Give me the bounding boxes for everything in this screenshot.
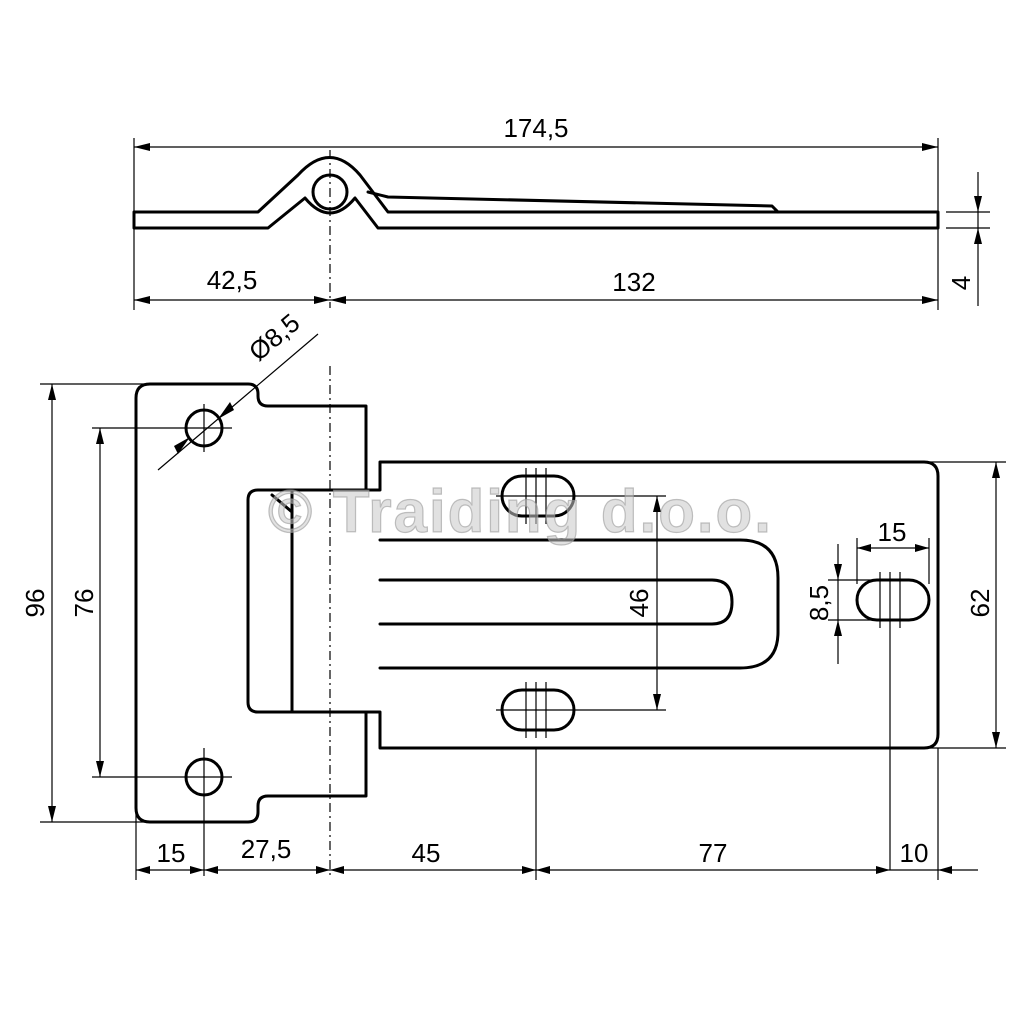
dim-slot-spacing: 46 xyxy=(624,589,654,618)
knuckle-edge xyxy=(270,493,294,514)
dim-arrow xyxy=(974,196,982,212)
dim-arrow xyxy=(174,437,190,454)
top-view: Ø8,5 96 76 46 62 15 xyxy=(20,307,1006,880)
dim-arrow xyxy=(134,296,150,304)
dim-arrow xyxy=(834,620,842,636)
slot xyxy=(855,578,931,622)
dim-arrow xyxy=(974,228,982,244)
dim-arrow xyxy=(134,143,150,151)
dim-arrow xyxy=(330,296,346,304)
side-view-upper-leaf xyxy=(366,190,780,214)
dim-arrow xyxy=(938,866,952,874)
dim-slot-length: 15 xyxy=(878,517,907,547)
dim-arrow xyxy=(653,694,661,710)
dim-side-right: 132 xyxy=(612,267,655,297)
dim-arrow xyxy=(857,544,871,552)
dim-arrow xyxy=(330,866,344,874)
dim-arrow xyxy=(96,428,104,444)
dim-right-plate-height: 62 xyxy=(965,589,995,618)
dim-arrow xyxy=(876,866,890,874)
dim-arrow xyxy=(48,806,56,822)
dim-arrow xyxy=(218,402,234,419)
dim-arrow xyxy=(922,296,938,304)
dim-arrow xyxy=(190,866,204,874)
dim-arrow xyxy=(653,496,661,512)
dim-arrow xyxy=(314,296,330,304)
side-view-plate xyxy=(132,156,940,230)
dim-arrow xyxy=(834,564,842,580)
diameter-leader xyxy=(157,333,319,471)
dim-bottom-d: 77 xyxy=(699,838,728,868)
dim-arrow xyxy=(992,462,1000,478)
dim-overall-height: 96 xyxy=(20,589,50,618)
dim-arrow xyxy=(204,866,218,874)
dim-arrow xyxy=(522,866,536,874)
dim-arrow xyxy=(922,143,938,151)
dim-arrow xyxy=(992,732,1000,748)
dim-side-left: 42,5 xyxy=(207,265,258,295)
dim-side-total: 174,5 xyxy=(503,113,568,143)
dim-bottom-b: 27,5 xyxy=(241,834,292,864)
dim-arrow xyxy=(48,384,56,400)
dim-hole-spacing: 76 xyxy=(69,589,99,618)
dim-side-thickness: 4 xyxy=(946,276,976,290)
dim-arrow xyxy=(136,866,150,874)
dim-arrow xyxy=(915,544,929,552)
dim-arrow xyxy=(536,866,550,874)
right-leaf-rib xyxy=(378,538,780,670)
side-view: 174,5 42,5 132 4 xyxy=(132,113,990,310)
dim-arrow xyxy=(316,866,330,874)
dim-hole-diameter: Ø8,5 xyxy=(243,307,305,366)
watermark: © Traiding d.o.o. xyxy=(268,478,773,545)
left-leaf xyxy=(134,382,368,824)
dim-bottom-a: 15 xyxy=(157,838,186,868)
dim-arrow xyxy=(96,761,104,777)
right-leaf-rib-inner xyxy=(378,578,734,626)
right-leaf xyxy=(364,460,940,750)
dim-slot-width: 8,5 xyxy=(804,585,834,621)
dim-bottom-e: 10 xyxy=(900,838,929,868)
dim-bottom-c: 45 xyxy=(412,838,441,868)
